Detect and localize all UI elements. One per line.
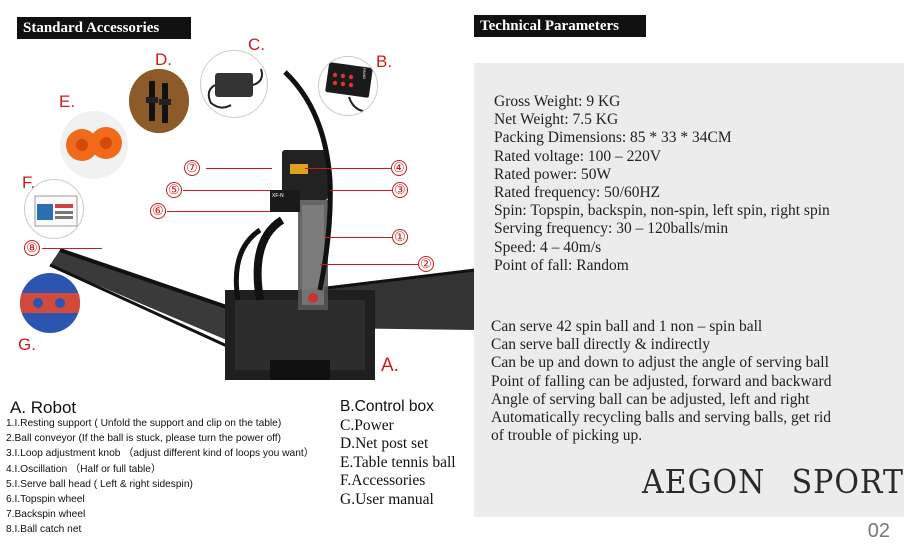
robot-illustration	[49, 70, 476, 380]
list-item: 1.I.Resting support ( Unfold the support…	[6, 418, 282, 429]
list-item: F.Accessories	[340, 472, 426, 490]
list-item: Net Weight: 7.5 KG	[494, 111, 619, 129]
page-number: 02	[867, 520, 890, 542]
accessories-image	[24, 179, 84, 239]
robot-head-label: XF-N	[272, 193, 284, 199]
callout-7: ⑦	[184, 160, 200, 176]
callout-line-8	[42, 248, 102, 249]
list-item: B.Control box	[340, 398, 434, 415]
label-a: A.	[381, 355, 399, 376]
callout-4: ④	[391, 160, 407, 176]
list-item: 8.I.Ball catch net	[6, 524, 82, 536]
list-item: 2.Ball conveyor (If the ball is stuck, p…	[6, 433, 282, 445]
label-b: B.	[376, 52, 393, 71]
callout-3: ③	[392, 182, 408, 198]
net-post-set-image	[129, 69, 189, 133]
list-item: 4.I.Oscillation （Half or full table）	[6, 463, 162, 475]
technical-panel: Gross Weight: 9 KG Net Weight: 7.5 KG Pa…	[474, 63, 904, 517]
list-item: Can serve ball directly & indirectly	[491, 336, 711, 354]
list-item: Rated voltage: 100 – 220V	[494, 147, 662, 165]
parameters-list: Gross Weight: 9 KG Net Weight: 7.5 KG Pa…	[494, 93, 830, 275]
list-item: 5.I.Serve ball head ( Left & right sides…	[6, 478, 193, 490]
brand-word-1: AEGON	[642, 463, 766, 502]
power-adapter-image	[200, 50, 268, 118]
list-item: Can serve 42 spin ball and 1 non – spin …	[491, 318, 763, 335]
label-e: E.	[59, 92, 76, 111]
list-item: 3.I.Loop adjustment knob （adjust differe…	[6, 448, 314, 460]
callout-line-2	[320, 264, 418, 265]
callout-line-7	[206, 168, 272, 169]
callout-5: ⑤	[166, 182, 182, 198]
callout-line-4	[305, 168, 391, 169]
list-item: Point of falling can be adjusted, forwar…	[491, 372, 832, 390]
list-item: Point of fall: Random	[494, 256, 629, 274]
list-item: C.Power	[340, 416, 394, 434]
list-item: Can be up and down to adjust the angle o…	[491, 354, 829, 372]
list-item: D.Net post set	[340, 435, 429, 453]
list-item: Speed: 4 – 40m/s	[494, 238, 602, 256]
brand-word-2: SPORT	[791, 463, 904, 502]
standard-accessories-header: Standard Accessories	[17, 17, 191, 39]
robot-title: A. Robot	[10, 398, 77, 417]
label-d: D.	[155, 50, 172, 69]
list-item: Serving frequency: 30 – 120balls/min	[494, 220, 729, 238]
list-item: 6.I.Topspin wheel	[6, 494, 85, 506]
brand-wordmark: AEGON SPORT	[642, 463, 904, 502]
label-c: C.	[248, 35, 265, 54]
list-item: of trouble of picking up.	[491, 427, 643, 445]
callout-line-1	[325, 237, 392, 238]
list-item: E.Table tennis ball	[340, 453, 456, 471]
list-item: Automatically recycling balls and servin…	[491, 409, 832, 427]
list-item: Rated power: 50W	[494, 165, 612, 183]
callout-line-5	[183, 190, 270, 191]
list-item: Packing Dimensions: 85 * 33 * 34CM	[494, 129, 732, 147]
list-item: Gross Weight: 9 KG	[494, 93, 621, 110]
accessory-list: B.Control box C.Power D.Net post set E.T…	[340, 398, 456, 510]
callout-2: ②	[418, 256, 434, 272]
callout-1: ①	[392, 229, 408, 245]
technical-parameters-header: Technical Parameters	[474, 15, 646, 37]
callout-8: ⑧	[24, 240, 40, 256]
control-box-image: HUI FANG	[318, 56, 378, 116]
list-item: G.User manual	[340, 490, 434, 508]
callout-line-6	[167, 211, 270, 212]
robot-parts-list: 1.I.Resting support ( Unfold the support…	[6, 416, 314, 538]
list-item: Rated frequency: 50/60HZ	[494, 184, 661, 202]
label-g: G.	[18, 335, 36, 354]
callout-line-3	[330, 190, 392, 191]
user-manual-image	[20, 273, 80, 333]
list-item: Spin: Topspin, backspin, non-spin, left …	[494, 202, 830, 220]
callout-6: ⑥	[150, 203, 166, 219]
table-tennis-ball-image	[60, 111, 128, 179]
list-item: Angle of serving ball can be adjusted, l…	[491, 390, 810, 408]
features-list: Can serve 42 spin ball and 1 non – spin …	[491, 318, 831, 445]
list-item: 7.Backspin wheel	[6, 509, 86, 521]
